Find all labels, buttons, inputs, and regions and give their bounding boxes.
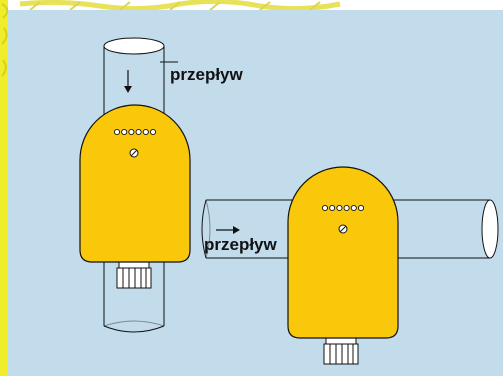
led-indicator	[321, 204, 329, 212]
sensor-body	[79, 104, 191, 263]
horizontal-pipe	[201, 199, 499, 259]
flow-label-vertical: przepływ	[170, 65, 243, 84]
flow-arrow-right	[216, 226, 240, 234]
led-indicator	[142, 128, 149, 136]
led-indicator	[336, 204, 343, 212]
led-indicator	[128, 128, 135, 136]
led-indicator	[135, 128, 142, 136]
flow-label-horizontal: przepływ	[204, 235, 277, 254]
led-row	[113, 128, 157, 136]
led-row	[321, 204, 365, 212]
led-indicator	[357, 204, 365, 212]
vertical-pipe	[103, 37, 165, 333]
led-indicator	[329, 204, 336, 212]
led-indicator	[149, 128, 157, 136]
led-indicator	[350, 204, 357, 212]
sensor-body	[287, 166, 399, 339]
flow-arrow-down	[124, 70, 132, 93]
led-indicator	[121, 128, 128, 136]
flow-sensor-horizontal	[287, 166, 399, 365]
led-indicator	[113, 128, 121, 136]
flow-sensor-vertical	[79, 104, 191, 289]
adjustment-screw-icon	[338, 224, 348, 234]
border-decoration	[0, 0, 341, 376]
adjustment-screw-icon	[129, 148, 139, 158]
led-indicator	[343, 204, 350, 212]
